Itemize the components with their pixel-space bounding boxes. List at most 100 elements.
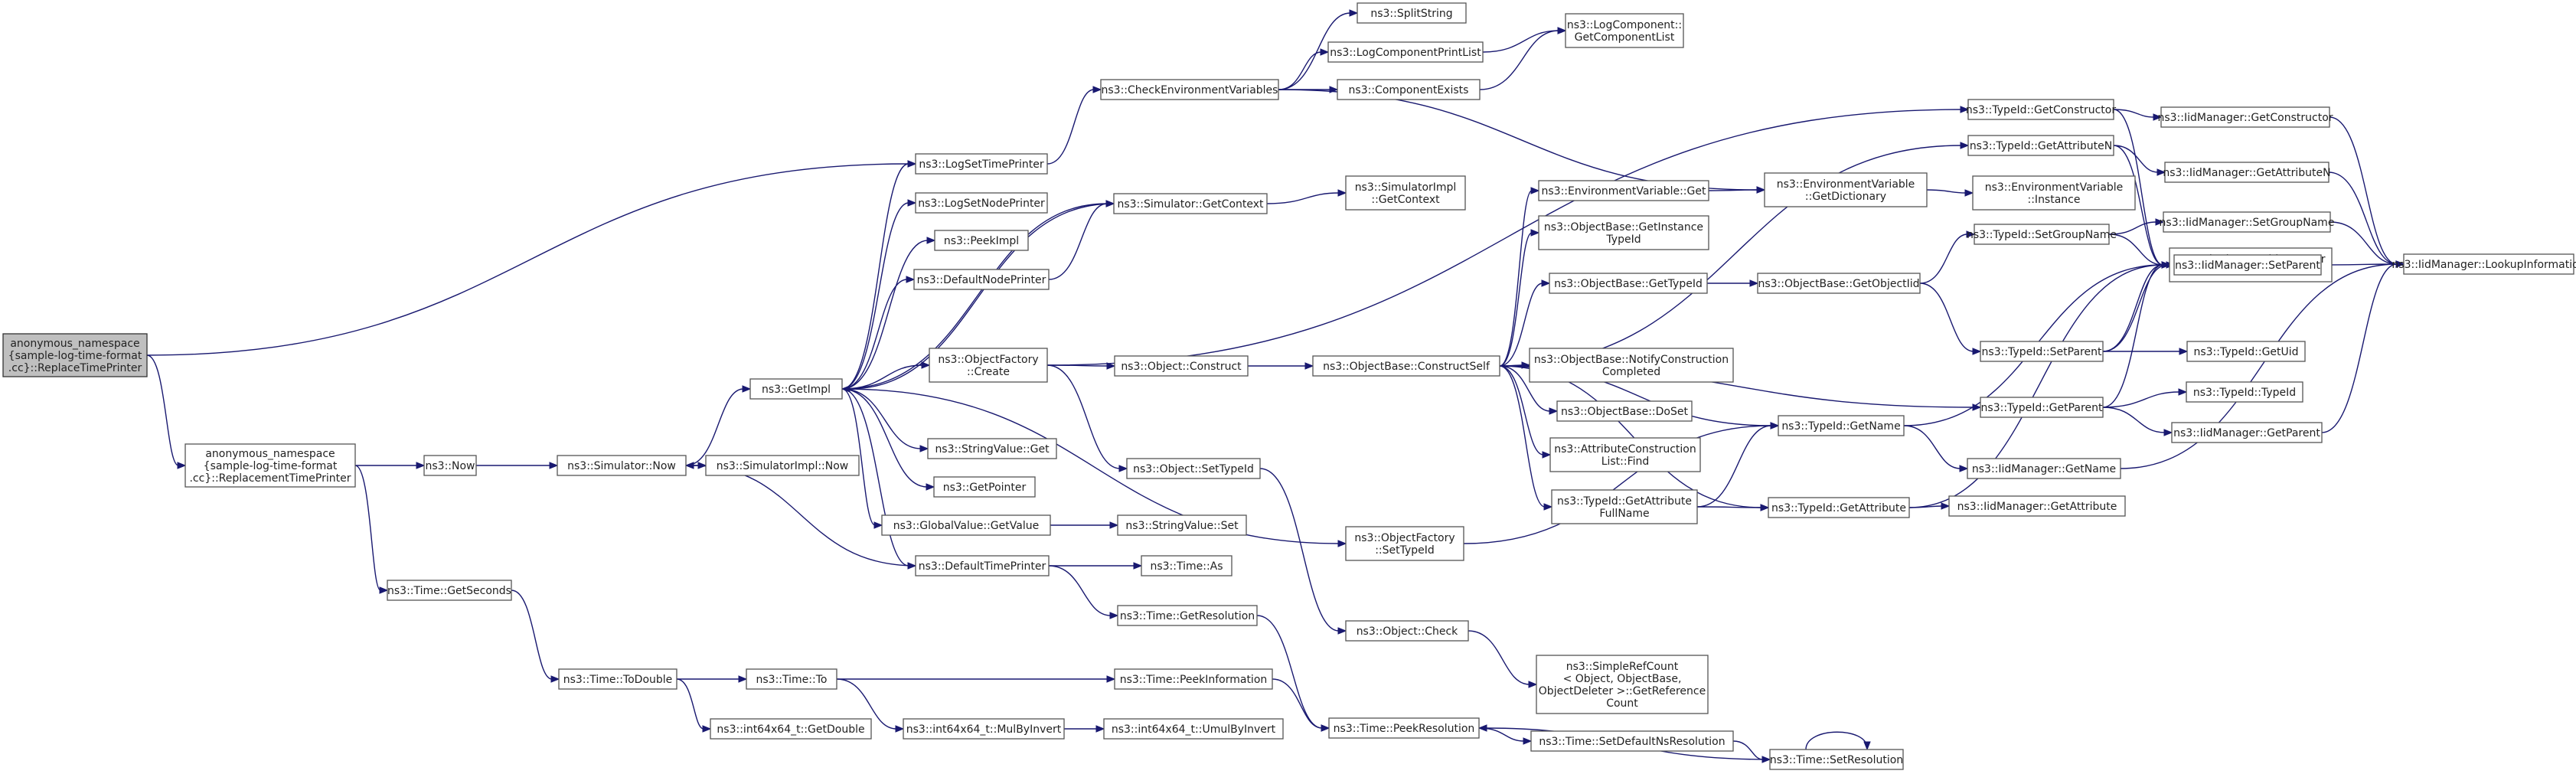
node-label: ns3::ObjectBase::ConstructSelf xyxy=(1323,361,1490,373)
node-tidSetGroup[interactable]: ns3::TypeId::SetGroupName xyxy=(1967,224,2117,245)
node-now[interactable]: ns3::Now xyxy=(423,455,477,476)
edge-line xyxy=(1708,189,1758,191)
node-tidGetCons[interactable]: ns3::TypeId::GetConstructor xyxy=(1966,99,2116,120)
node-splitStr[interactable]: ns3::SplitString xyxy=(1357,2,1467,24)
node-label: .cc}::ReplacementTimePrinter xyxy=(189,472,351,485)
node-objFactSetTid[interactable]: ns3::ObjectFactory::SetTypeId xyxy=(1345,526,1464,561)
node-box xyxy=(1100,79,1279,100)
edge-checkEnv-to-logCompPL xyxy=(1278,48,1330,90)
node-compExists[interactable]: ns3::ComponentExists xyxy=(1337,79,1481,100)
node-label: < Object, ObjectBase, xyxy=(1563,673,1682,685)
edge-line xyxy=(2120,263,2398,469)
edge-arrowhead xyxy=(1530,229,1540,237)
edge-simNow-to-getImpl xyxy=(685,385,752,466)
node-iidSetGroup[interactable]: ns3::IidManager::SetGroupName xyxy=(2160,211,2335,233)
node-label: ns3::Time::PeekResolution xyxy=(1334,723,1475,735)
node-simGetCtx[interactable]: ns3::Simulator::GetContext xyxy=(1113,193,1268,214)
edge-iidGetCons-to-iidLookup xyxy=(2329,116,2405,268)
node-replTP[interactable]: anonymous_namespace{sample-log-time-form… xyxy=(184,443,356,488)
edge-mulByInv-to-umulByInv xyxy=(1063,725,1105,733)
edge-timeTo-to-peekInfo xyxy=(836,675,1116,683)
node-logCompPL[interactable]: ns3::LogComponentPrintList xyxy=(1327,41,1484,63)
node-logSetTP[interactable]: ns3::LogSetTimePrinter xyxy=(915,153,1048,175)
node-toDouble[interactable]: ns3::Time::ToDouble xyxy=(558,668,677,690)
edge-arrowhead xyxy=(177,462,187,469)
node-tidGetUid[interactable]: ns3::TypeId::GetUid xyxy=(2186,341,2306,362)
node-obConstructSelf[interactable]: ns3::ObjectBase::ConstructSelf xyxy=(1312,355,1500,377)
node-setDefNs[interactable]: ns3::Time::SetDefaultNsResolution xyxy=(1530,730,1734,752)
node-tidGetName[interactable]: ns3::TypeId::GetName xyxy=(1778,415,1905,436)
node-logCompGet[interactable]: ns3::LogComponent::GetComponentList xyxy=(1565,13,1684,48)
node-iidGetAttr[interactable]: ns3::IidManager::GetAttribute xyxy=(1948,495,2126,517)
edge-line xyxy=(1908,505,1943,508)
node-label: .cc}::ReplaceTimePrinter xyxy=(8,362,142,374)
node-timeAs[interactable]: ns3::Time::As xyxy=(1141,555,1232,576)
node-iidGetAttrN[interactable]: ns3::IidManager::GetAttributeN xyxy=(2163,162,2331,183)
node-strValSet[interactable]: ns3::StringValue::Set xyxy=(1117,514,1247,536)
node-simImplNow[interactable]: ns3::SimulatorImpl::Now xyxy=(705,455,860,476)
node-box xyxy=(927,438,1057,459)
edge-line xyxy=(146,354,179,466)
node-tidGetParent[interactable]: ns3::TypeId::GetParent xyxy=(1980,397,2104,418)
node-tidGetAttrN[interactable]: ns3::TypeId::GetAttributeN xyxy=(1967,135,2114,156)
node-label: ns3::TypeId::SetParent xyxy=(1982,346,2102,358)
node-obNotify[interactable]: ns3::ObjectBase::NotifyConstructionCompl… xyxy=(1529,348,1734,383)
node-iidGetParent[interactable]: ns3::IidManager::GetParent xyxy=(2171,422,2323,443)
node-obDoSet[interactable]: ns3::ObjectBase::DoSet xyxy=(1556,400,1693,422)
node-peekRes[interactable]: ns3::Time::PeekResolution xyxy=(1328,717,1480,739)
node-root[interactable]: anonymous_namespace{sample-log-time-form… xyxy=(2,333,148,377)
node-box xyxy=(1967,99,2114,120)
node-gvGetValue[interactable]: ns3::GlobalValue::GetValue xyxy=(881,514,1051,536)
node-timeGetSec[interactable]: ns3::Time::GetSeconds xyxy=(387,580,512,601)
node-defNP[interactable]: ns3::DefaultNodePrinter xyxy=(913,269,1050,290)
node-getPointer[interactable]: ns3::GetPointer xyxy=(933,476,1036,498)
node-logSetNP[interactable]: ns3::LogSetNodePrinter xyxy=(915,192,1048,214)
node-timeGetRes[interactable]: ns3::Time::GetResolution xyxy=(1117,605,1258,626)
node-mulByInv[interactable]: ns3::int64x64_t::MulByInvert xyxy=(903,718,1065,740)
node-box xyxy=(913,269,1050,290)
node-objCheck[interactable]: ns3::Object::Check xyxy=(1345,620,1469,642)
node-iidGetName[interactable]: ns3::IidManager::GetName xyxy=(1967,458,2121,479)
node-peekInfo[interactable]: ns3::Time::PeekInformation xyxy=(1114,668,1273,690)
node-envVarGet[interactable]: ns3::EnvironmentVariable::Get xyxy=(1538,180,1709,201)
node-tidSetParent[interactable]: ns3::TypeId::SetParent xyxy=(1980,341,2104,362)
edge-getImpl-to-peekImpl xyxy=(841,237,936,390)
node-objSetTid[interactable]: ns3::Object::SetTypeId xyxy=(1126,458,1261,479)
node-iidGetCons[interactable]: ns3::IidManager::GetConstructor xyxy=(2157,106,2333,128)
node-iidLookup[interactable]: ns3::IidManager::LookupInformation xyxy=(2392,253,2576,275)
edge-line xyxy=(1805,731,1868,750)
edge-line xyxy=(1919,234,1968,284)
node-iidSetParent[interactable]: ns3::IidManager::SetParent xyxy=(2173,254,2322,276)
edge-line xyxy=(2113,109,2155,118)
node-obGetTid[interactable]: ns3::ObjectBase::GetTypeId xyxy=(1549,273,1708,294)
node-getImpl[interactable]: ns3::GetImpl xyxy=(749,378,843,400)
node-setRes[interactable]: ns3::Time::SetResolution xyxy=(1769,749,1904,770)
edge-line xyxy=(1499,282,1543,367)
node-strValGet[interactable]: ns3::StringValue::Get xyxy=(927,438,1057,459)
node-tidTypeId[interactable]: ns3::TypeId::TypeId xyxy=(2186,381,2303,403)
node-simImplGetCtx[interactable]: ns3::SimulatorImpl::GetContext xyxy=(1345,175,1466,211)
node-checkEnv[interactable]: ns3::CheckEnvironmentVariables xyxy=(1100,79,1279,100)
node-obGetObjTid[interactable]: ns3::ObjectBase::GetObjectIid xyxy=(1757,273,1921,294)
edge-arrowhead xyxy=(926,237,936,244)
edge-arrowhead xyxy=(1960,142,1970,149)
node-label: ns3::ObjectBase::DoSet xyxy=(1561,406,1688,418)
node-envVarInst[interactable]: ns3::EnvironmentVariable::Instance xyxy=(1972,175,2136,211)
node-timeTo[interactable]: ns3::Time::To xyxy=(746,668,837,690)
node-simpleRef[interactable]: ns3::SimpleRefCount< Object, ObjectBase,… xyxy=(1536,655,1709,714)
node-peekImpl[interactable]: ns3::PeekImpl xyxy=(934,230,1029,251)
node-getDouble[interactable]: ns3::int64x64_t::GetDouble xyxy=(710,718,872,740)
edge-obGetTid-to-obGetObjTid xyxy=(1706,279,1759,287)
node-objFactCreate[interactable]: ns3::ObjectFactory::Create xyxy=(929,348,1048,383)
node-defTP[interactable]: ns3::DefaultTimePrinter xyxy=(915,555,1050,576)
node-simNow[interactable]: ns3::Simulator::Now xyxy=(557,455,687,476)
node-tidGetAttr[interactable]: ns3::TypeId::GetAttribute xyxy=(1768,497,1910,518)
node-label: ns3::TypeId::GetAttributeN xyxy=(1970,140,2112,152)
node-envVarGetDict[interactable]: ns3::EnvironmentVariable::GetDictionary xyxy=(1764,172,1928,207)
node-objConstruct[interactable]: ns3::Object::Construct xyxy=(1114,355,1249,377)
node-umulByInv[interactable]: ns3::int64x64_t::UmulByInvert xyxy=(1103,718,1284,740)
edge-line xyxy=(1266,192,1340,204)
